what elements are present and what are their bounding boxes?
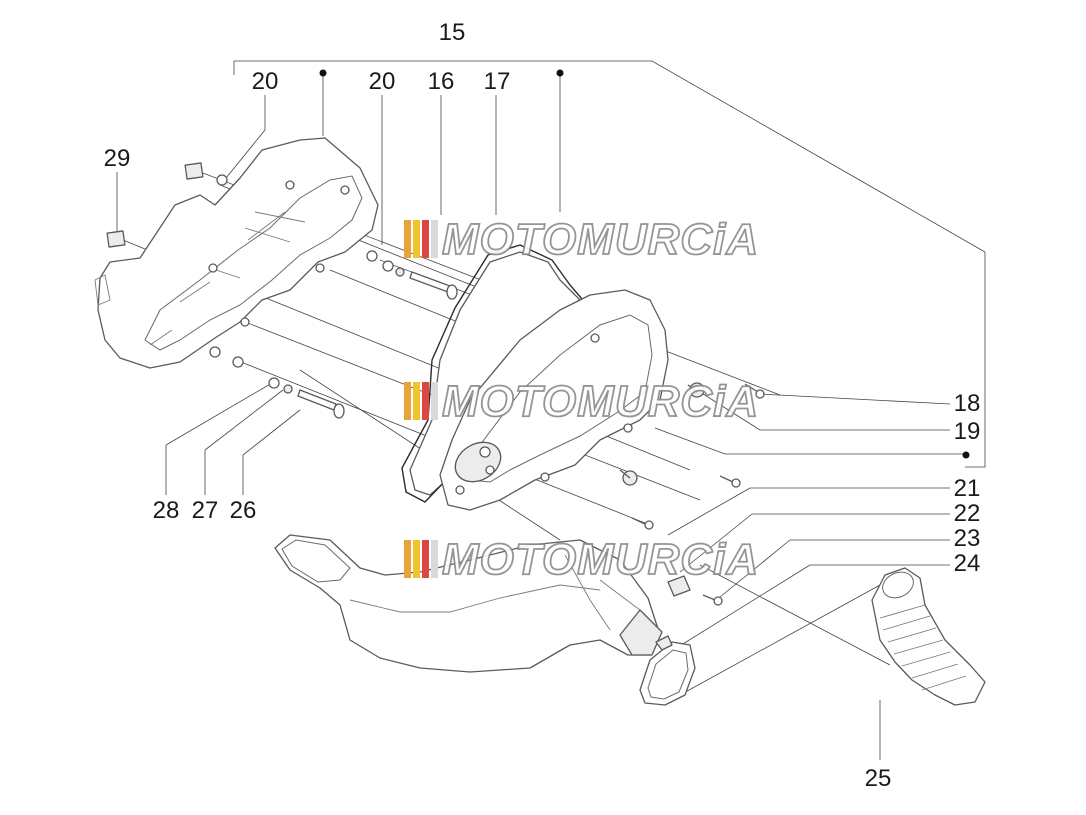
- callout-22: 22: [954, 500, 981, 527]
- callout-27: 27: [192, 497, 219, 524]
- callout-29: 29: [104, 145, 131, 172]
- callout-18: 18: [954, 390, 981, 417]
- group-bracket-15: [233, 60, 986, 468]
- bullet-dot: [319, 69, 327, 77]
- callout-25: 25: [865, 765, 892, 792]
- callout-20: 20: [252, 68, 279, 95]
- hose-clamp: [639, 635, 696, 706]
- callout-20: 20: [369, 68, 396, 95]
- watermark-logo: MOTOMURCiA: [404, 214, 759, 265]
- bullet-dot: [962, 451, 970, 459]
- watermark-text: MOTOMURCiA: [442, 215, 759, 264]
- callout-21: 21: [954, 475, 981, 502]
- callout-28: 28: [153, 497, 180, 524]
- callout-19: 19: [954, 418, 981, 445]
- bullet-dot: [556, 69, 564, 77]
- callout-15: 15: [439, 19, 466, 46]
- watermark-text: MOTOMURCiA: [442, 535, 759, 584]
- callout-24: 24: [954, 550, 981, 577]
- callout-23: 23: [954, 525, 981, 552]
- watermark-text: MOTOMURCiA: [442, 377, 759, 426]
- filter-housing-rear: [94, 137, 379, 369]
- watermark-logo: MOTOMURCiA: [404, 376, 759, 427]
- fasteners: [268, 250, 765, 606]
- callout-26: 26: [230, 497, 257, 524]
- intake-duct: [274, 534, 663, 673]
- callout-17: 17: [484, 68, 511, 95]
- clip-nut-29: [106, 162, 204, 248]
- bellows-boot: [871, 567, 986, 706]
- filter-cover: [439, 289, 669, 511]
- bullet-markers: [319, 69, 970, 459]
- watermark-logo: MOTOMURCiA: [404, 534, 759, 585]
- callout-labels: 15 20 20 16 17 29 18 19 21 22 23 24 25 2…: [104, 19, 981, 792]
- callout-16: 16: [428, 68, 455, 95]
